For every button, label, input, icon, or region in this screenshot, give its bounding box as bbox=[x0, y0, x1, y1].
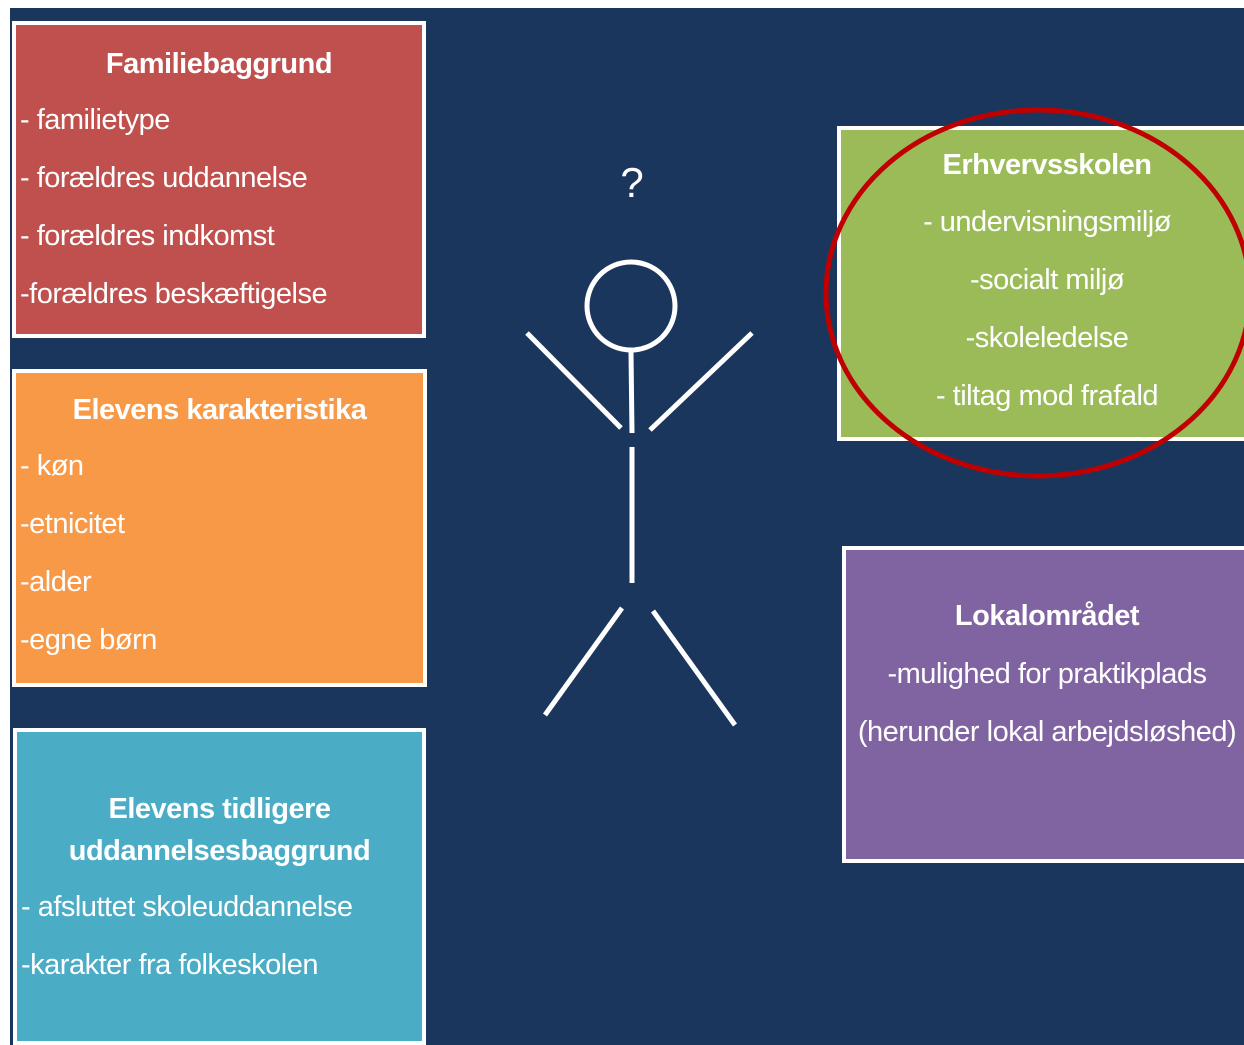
family-background-item: -forældres beskæftigelse bbox=[20, 278, 328, 310]
question-mark: ? bbox=[620, 159, 644, 206]
student-characteristics-item: -alder bbox=[20, 566, 92, 598]
local-area-title: Lokalområdet bbox=[954, 600, 1140, 632]
stick-figure-left-leg bbox=[542, 606, 625, 717]
prior-education-box: Elevens tidligere uddannelsesbaggrund - … bbox=[13, 728, 426, 1045]
student-characteristics-box: Elevens karakteristika - køn -etnicitet … bbox=[12, 369, 427, 687]
vocational-school-item: -skoleledelse bbox=[965, 322, 1129, 354]
prior-education-title-line1: Elevens tidligere bbox=[108, 793, 332, 825]
student-characteristics-item: -etnicitet bbox=[20, 508, 125, 540]
local-area-item: (herunder lokal arbejdsløshed) bbox=[857, 716, 1237, 748]
diagram-canvas: Familiebaggrund - familietype - forældre… bbox=[10, 8, 1244, 1045]
vocational-school-item: -socialt miljø bbox=[969, 264, 1125, 296]
prior-education-title-line2: uddannelsesbaggrund bbox=[68, 835, 371, 867]
stick-figure-icon bbox=[525, 259, 754, 727]
vocational-school-box: Erhvervsskolen - undervisningsmiljø -soc… bbox=[837, 126, 1244, 441]
vocational-school-item: - tiltag mod frafald bbox=[935, 380, 1159, 412]
family-background-item: - forældres uddannelse bbox=[20, 162, 308, 194]
stick-figure-right-leg bbox=[650, 609, 738, 727]
highlight-ellipse bbox=[823, 107, 1244, 479]
stick-figure-head bbox=[584, 259, 678, 353]
local-area-item: -mulighed for praktikplads bbox=[887, 658, 1207, 690]
family-background-item: - forældres indkomst bbox=[20, 220, 275, 252]
stick-figure-left-arm bbox=[525, 331, 623, 430]
highlight-ellipse-icon bbox=[823, 107, 1244, 479]
family-background-item: - familietype bbox=[20, 104, 170, 136]
family-background-box: Familiebaggrund - familietype - forældre… bbox=[12, 21, 426, 338]
stick-figure-neck bbox=[628, 351, 635, 434]
local-area-box: Lokalområdet -mulighed for praktikplads … bbox=[842, 546, 1244, 863]
family-background-title: Familiebaggrund bbox=[105, 48, 333, 80]
prior-education-item: -karakter fra folkeskolen bbox=[21, 949, 318, 981]
vocational-school-title: Erhvervsskolen bbox=[942, 149, 1152, 181]
student-characteristics-item: - køn bbox=[20, 450, 84, 482]
student-characteristics-title: Elevens karakteristika bbox=[72, 394, 367, 426]
student-characteristics-item: -egne børn bbox=[20, 624, 157, 656]
prior-education-title: Elevens tidligere uddannelsesbaggrund bbox=[17, 788, 422, 872]
prior-education-item: - afsluttet skoleuddannelse bbox=[21, 891, 353, 923]
vocational-school-item: - undervisningsmiljø bbox=[923, 206, 1171, 238]
stick-figure-right-arm bbox=[648, 331, 754, 432]
